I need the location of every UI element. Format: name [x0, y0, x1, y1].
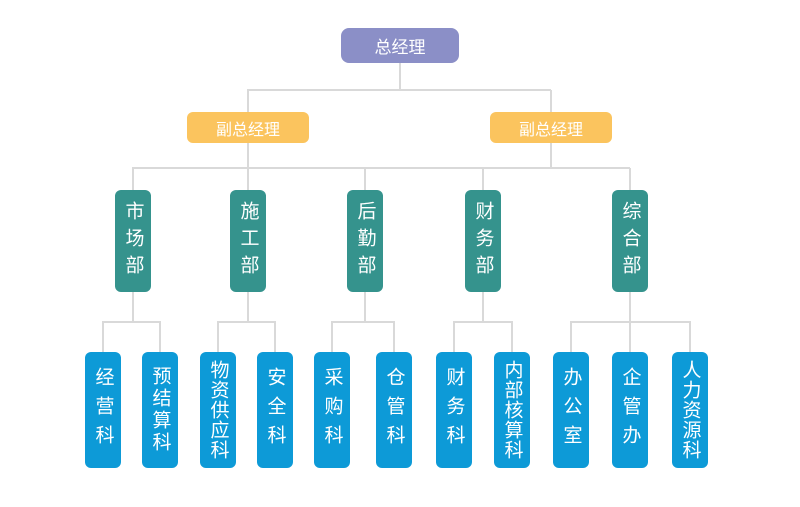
- connector-line: [247, 292, 249, 322]
- connector-line: [132, 167, 630, 169]
- connector-line: [274, 322, 276, 352]
- node-general-manager: 总经理: [341, 28, 459, 63]
- connector-line: [689, 322, 691, 352]
- node-label: 副总经理: [518, 121, 583, 139]
- node-label: 财务科: [443, 366, 465, 454]
- node-dept-logistics: 后勤部: [347, 190, 383, 292]
- node-label: 市场部: [122, 200, 144, 282]
- connector-line: [511, 322, 513, 352]
- connector-line: [102, 322, 104, 352]
- connector-line: [102, 321, 161, 323]
- connector-line: [159, 322, 161, 352]
- node-section-finance: 财务科: [436, 352, 472, 468]
- connector-line: [331, 322, 333, 352]
- connector-line: [331, 321, 395, 323]
- node-section-enterprise-management: 企管办: [612, 352, 648, 468]
- node-label: 经营科: [92, 366, 114, 454]
- connector-line: [629, 322, 631, 352]
- node-dept-marketing: 市场部: [115, 190, 151, 292]
- node-label: 财务部: [472, 200, 494, 282]
- node-section-budget-settlement: 预结算科: [142, 352, 178, 468]
- node-deputy-general-manager-2: 副总经理: [490, 112, 612, 143]
- node-label: 施工部: [237, 200, 259, 282]
- connector-line: [247, 89, 551, 91]
- connector-line: [629, 292, 631, 322]
- node-section-safety: 安全科: [257, 352, 293, 468]
- node-section-warehouse: 仓管科: [376, 352, 412, 468]
- node-label: 预结算科: [149, 366, 171, 454]
- node-dept-construction: 施工部: [230, 190, 266, 292]
- connector-line: [364, 292, 366, 322]
- node-label: 企管办: [619, 366, 641, 454]
- node-section-procurement: 采购科: [314, 352, 350, 468]
- connector-line: [570, 322, 572, 352]
- node-section-business: 经营科: [85, 352, 121, 468]
- connector-line: [482, 168, 484, 190]
- node-deputy-general-manager-1: 副总经理: [187, 112, 309, 143]
- connector-line: [132, 168, 134, 190]
- node-label: 综合部: [619, 200, 641, 282]
- node-label: 办公室: [560, 366, 582, 454]
- connector-line: [453, 321, 513, 323]
- connector-line: [453, 322, 455, 352]
- connector-line: [132, 292, 134, 322]
- node-label: 后勤部: [354, 200, 376, 282]
- node-section-internal-accounting: 内部核算科: [494, 352, 530, 468]
- connector-line: [217, 322, 219, 352]
- node-label: 副总经理: [215, 121, 280, 139]
- connector-line: [399, 63, 401, 90]
- node-label: 总经理: [374, 38, 426, 57]
- node-dept-general-affairs: 综合部: [612, 190, 648, 292]
- connector-line: [247, 143, 249, 168]
- connector-line: [217, 321, 276, 323]
- connector-line: [482, 292, 484, 322]
- node-section-material-supply: 物资供应科: [200, 352, 236, 468]
- connector-line: [247, 90, 249, 112]
- node-label: 仓管科: [383, 366, 405, 454]
- connector-line: [550, 90, 552, 112]
- node-dept-finance: 财务部: [465, 190, 501, 292]
- node-label: 安全科: [264, 366, 286, 454]
- connector-line: [393, 322, 395, 352]
- connector-line: [364, 168, 366, 190]
- node-label: 内部核算科: [501, 360, 523, 460]
- node-section-human-resources: 人力资源科: [672, 352, 708, 468]
- connector-line: [550, 143, 552, 168]
- node-label: 物资供应科: [207, 360, 229, 460]
- node-section-office: 办公室: [553, 352, 589, 468]
- node-label: 采购科: [321, 366, 343, 454]
- connector-line: [247, 168, 249, 190]
- node-label: 人力资源科: [679, 360, 701, 460]
- connector-line: [629, 168, 631, 190]
